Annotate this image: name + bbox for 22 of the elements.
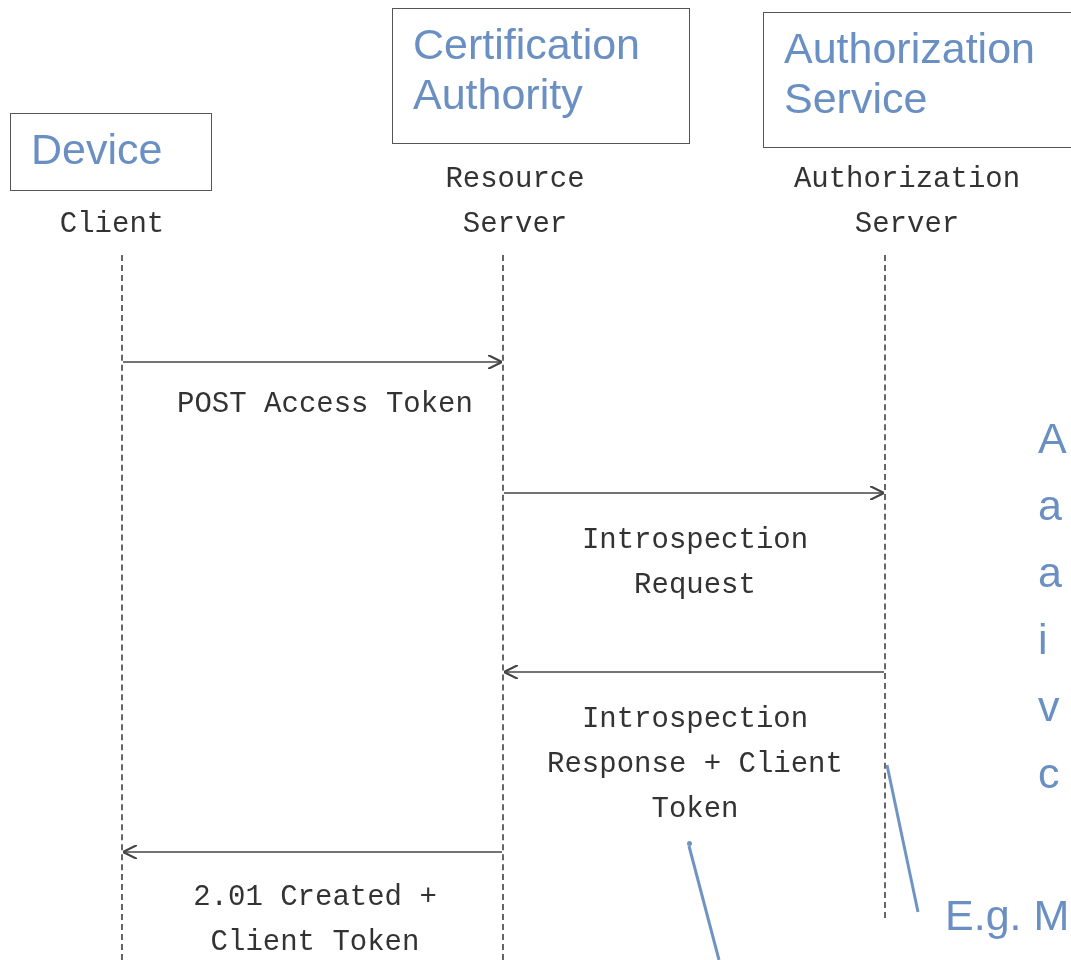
lifeline (502, 255, 504, 960)
message-arrow (122, 353, 504, 371)
certification-authority-box: Certification Authority (392, 8, 690, 144)
lifeline (884, 255, 886, 918)
participant-name: Resource Server (405, 157, 625, 247)
lifeline (121, 255, 123, 960)
edge-label: Introspection Response + Client Token (546, 702, 844, 828)
edge-label: POST Access Token (176, 387, 474, 423)
leader-end-dot (687, 841, 692, 846)
edge-label: 2.01 Created + Client Token (192, 880, 438, 960)
leader-line (885, 764, 920, 913)
authorization-service-box: Authorization Service (763, 12, 1071, 148)
participant-name: Client (22, 202, 202, 247)
edge-label: Introspection Request (580, 523, 810, 604)
annotation-text: A a a i v c (1038, 413, 1067, 799)
participant-name: Authorization Server (757, 157, 1057, 247)
message-arrow (502, 663, 885, 681)
message-arrow (503, 484, 886, 502)
message-arrow (121, 843, 503, 861)
leader-line (687, 845, 721, 960)
device-box: Device (10, 113, 212, 191)
annotation-text: E.g. M (945, 890, 1071, 945)
